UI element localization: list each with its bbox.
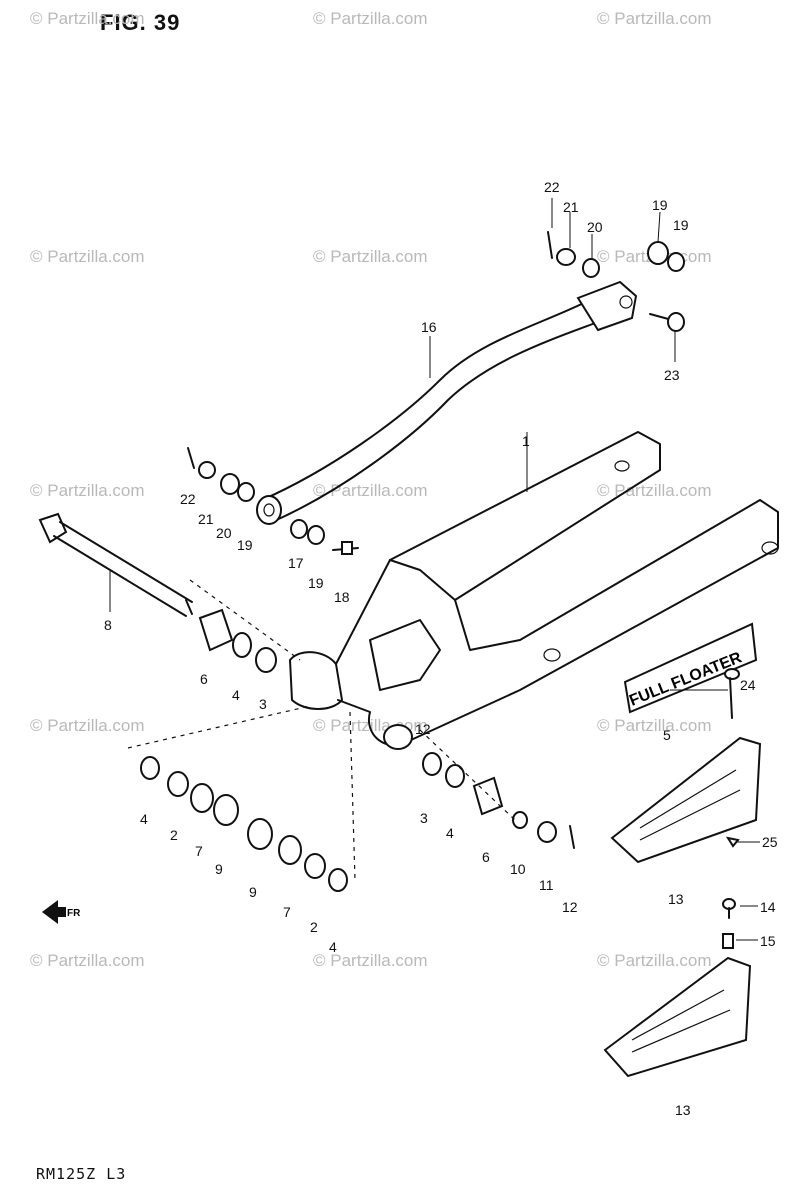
- pivot-shaft: [38, 512, 193, 617]
- callout-label: 14: [760, 899, 776, 915]
- callout-label: 1: [522, 433, 530, 449]
- model-code: RM125Z L3: [36, 1165, 127, 1183]
- watermark: © Partzilla.com: [30, 9, 145, 28]
- alignment-lines: [127, 579, 516, 881]
- left-pivot-parts: [140, 608, 348, 892]
- callout-label: 9: [249, 884, 257, 900]
- callout-label: 22: [544, 179, 560, 195]
- callout-label: 4: [329, 939, 337, 955]
- watermark: © Partzilla.com: [313, 9, 428, 28]
- figure-title: FIG. 39: [100, 10, 181, 35]
- full-floater-decal: FULL FLOATER: [623, 622, 758, 714]
- callout-label: 11: [539, 877, 554, 893]
- callout-label: 18: [334, 589, 350, 605]
- watermark: © Partzilla.com: [30, 481, 145, 500]
- watermark: © Partzilla.com: [597, 951, 712, 970]
- callout-label: 21: [198, 511, 214, 527]
- watermark: © Partzilla.com: [30, 951, 145, 970]
- callout-label: 21: [563, 199, 579, 215]
- callout-label: 17: [288, 555, 304, 571]
- callout-label: 4: [232, 687, 240, 703]
- callout-label: 13: [675, 1102, 691, 1118]
- watermark: © Partzilla.com: [30, 247, 145, 266]
- callout-labels: 22 21 20 19 19 23 16 1 22 21 20 19 17 19…: [104, 179, 778, 1118]
- callout-label: 19: [673, 217, 689, 233]
- callout-label: 3: [420, 810, 428, 826]
- callout-label: 20: [587, 219, 603, 235]
- bolt-24: [724, 668, 740, 719]
- callout-label: 5: [663, 727, 671, 743]
- callout-label: 23: [664, 367, 680, 383]
- rod-front-hardware: [187, 447, 359, 555]
- callout-label: 15: [760, 933, 776, 949]
- callout-label: 10: [510, 861, 526, 877]
- callout-label: 13: [668, 891, 684, 907]
- callout-label: 24: [740, 677, 756, 693]
- torque-rod: [256, 280, 638, 525]
- watermark: © Partzilla.com: [597, 9, 712, 28]
- guide-hardware: [722, 836, 740, 949]
- callout-label: 16: [421, 319, 437, 335]
- callout-label: 6: [482, 849, 490, 865]
- callout-label: 2: [310, 919, 318, 935]
- callout-label: 2: [170, 827, 178, 843]
- watermarks: © Partzilla.com © Partzilla.com © Partzi…: [30, 9, 712, 970]
- callout-label: 12: [562, 899, 578, 915]
- callout-label: 8: [104, 617, 112, 633]
- chain-guide-lower: [603, 956, 752, 1078]
- callout-label: 12: [415, 721, 431, 737]
- callout-label: 22: [180, 491, 196, 507]
- watermark: © Partzilla.com: [30, 716, 145, 735]
- leader-lines: [109, 198, 760, 941]
- callout-label: 6: [200, 671, 208, 687]
- front-arrow-label: FR: [67, 908, 81, 919]
- callout-label: 19: [237, 537, 253, 553]
- watermark: © Partzilla.com: [313, 951, 428, 970]
- callout-label: 19: [308, 575, 324, 591]
- swingarm: [289, 431, 779, 750]
- callout-label: 7: [283, 904, 291, 920]
- callout-label: 7: [195, 843, 203, 859]
- callout-label: 4: [140, 811, 148, 827]
- callout-label: 19: [652, 197, 668, 213]
- callout-label: 3: [259, 696, 267, 712]
- callout-label: 20: [216, 525, 232, 541]
- callout-label: 4: [446, 825, 454, 841]
- watermark: © Partzilla.com: [597, 481, 712, 500]
- watermark: © Partzilla.com: [313, 247, 428, 266]
- callout-label: 25: [762, 834, 778, 850]
- watermark: © Partzilla.com: [597, 716, 712, 735]
- callout-label: 9: [215, 861, 223, 877]
- front-arrow-icon: FR: [42, 900, 81, 924]
- chain-guide-upper: [610, 736, 762, 864]
- rod-rear-hardware: [547, 231, 685, 332]
